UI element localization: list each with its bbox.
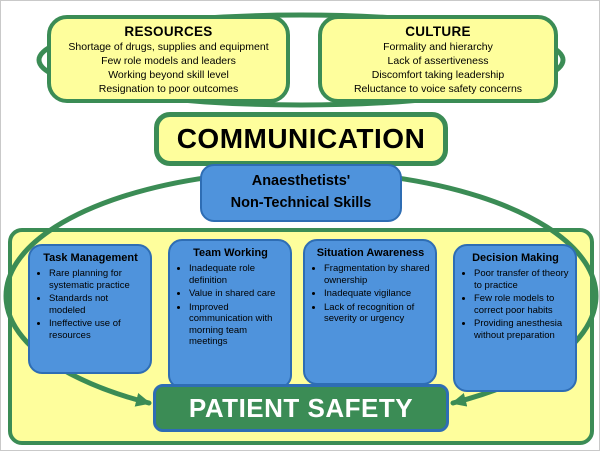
skill-bullet-list: Inadequate role definition Value in shar…	[176, 263, 285, 348]
skill-title: Task Management	[43, 252, 138, 264]
culture-item-list: Formality and hierarchy Lack of assertiv…	[328, 41, 548, 96]
culture-item: Lack of assertiveness	[387, 54, 489, 67]
skill-box-decision-making: Decision Making Poor transfer of theory …	[453, 244, 577, 392]
bullet-item: Improved communication with morning team…	[189, 302, 285, 348]
culture-box: CULTURE Formality and hierarchy Lack of …	[318, 15, 558, 103]
skill-bullet-list: Poor transfer of theory to practice Few …	[461, 268, 570, 341]
patient-safety-title: PATIENT SAFETY	[188, 392, 414, 423]
skill-title: Situation Awareness	[316, 247, 425, 259]
bullet-item: Standards not modeled	[49, 293, 145, 316]
resources-item: Few role models and leaders	[101, 54, 236, 67]
skill-box-situation-awareness: Situation Awareness Fragmentation by sha…	[303, 239, 437, 385]
bullet-item: Rare planning for systematic practice	[49, 268, 145, 291]
skill-bullet-list: Rare planning for systematic practice St…	[36, 268, 145, 341]
ants-title-line2: Non-Technical Skills	[230, 195, 372, 211]
non-technical-skills-box: Anaesthetists' Non-Technical Skills	[200, 164, 402, 222]
patient-safety-box: PATIENT SAFETY	[153, 384, 449, 432]
resources-item: Shortage of drugs, supplies and equipmen…	[68, 41, 269, 53]
resources-item-list: Shortage of drugs, supplies and equipmen…	[57, 41, 280, 96]
ants-title-line1: Anaesthetists'	[251, 173, 351, 190]
bullet-item: Providing anesthesia without preparation	[474, 318, 570, 341]
skill-box-team-working: Team Working Inadequate role definition …	[168, 239, 292, 389]
bullet-item: Lack of recognition of severity or urgen…	[324, 302, 430, 325]
bullet-item: Value in shared care	[189, 288, 285, 300]
resources-item: Working beyond skill level	[108, 68, 229, 81]
culture-item: Discomfort taking leadership	[371, 68, 505, 81]
skill-title: Team Working	[193, 247, 268, 259]
bullet-item: Inadequate role definition	[189, 263, 285, 286]
culture-item: Formality and hierarchy	[383, 41, 493, 53]
bullet-item: Poor transfer of theory to practice	[474, 268, 570, 291]
bullet-item: Inadequate vigilance	[324, 288, 430, 300]
culture-title: CULTURE	[405, 24, 471, 39]
resources-title: RESOURCES	[124, 24, 213, 39]
skill-bullet-list: Fragmentation by shared ownership Inadeq…	[311, 263, 430, 325]
skill-title: Decision Making	[472, 252, 559, 264]
resources-item: Resignation to poor outcomes	[98, 82, 239, 95]
bullet-item: Few role models to correct poor habits	[474, 293, 570, 316]
resources-box: RESOURCES Shortage of drugs, supplies an…	[47, 15, 290, 103]
culture-item: Reluctance to voice safety concerns	[353, 82, 523, 95]
bullet-item: Fragmentation by shared ownership	[324, 263, 430, 286]
bullet-item: Ineffective use of resources	[49, 318, 145, 341]
communication-title: COMMUNICATION	[176, 123, 426, 154]
skill-box-task-management: Task Management Rare planning for system…	[28, 244, 152, 374]
communication-box: COMMUNICATION	[154, 112, 448, 166]
